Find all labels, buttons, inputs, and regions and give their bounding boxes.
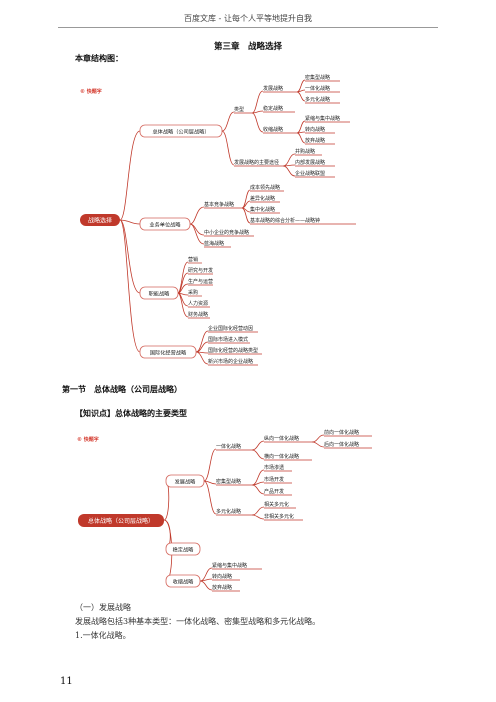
paths-item: 企业战略联盟 [295, 170, 325, 177]
shrink-item: 紧缩与集中战略 [305, 115, 340, 122]
node-blue: 蓝海战略 [204, 240, 224, 247]
basic-item: 集中化战略 [250, 206, 275, 213]
func-item: 营销 [188, 256, 198, 263]
branch-functional: 职能战略 [149, 290, 171, 298]
intl-item: 国际市场进入模式 [208, 336, 248, 343]
func-item: 研究与开发 [188, 267, 213, 274]
node-sme: 中小企业的竞争战略 [204, 229, 249, 236]
func-item: 财务战略 [188, 311, 208, 318]
structure-label: 本章结构图： [75, 54, 123, 63]
connector-line [119, 130, 141, 221]
connector-line [195, 330, 209, 353]
shrink-item: 转向战略 [305, 126, 325, 133]
connector-line [189, 223, 205, 245]
connector-line [296, 91, 306, 102]
connector-line [296, 120, 306, 134]
dev-item: 密集型战略 [305, 74, 330, 81]
paths-item: 并购战略 [295, 148, 315, 155]
connector-line [119, 219, 141, 353]
node-analysis: 基本战略的综合分析——战略钟 [250, 217, 320, 224]
func-item: 人力资源 [188, 300, 208, 307]
mindmap-logo: © 快题字 [80, 88, 102, 95]
connector-line [177, 261, 189, 294]
branch-business: 业务单位战略 [149, 221, 181, 229]
connector-line [177, 292, 189, 318]
body-paragraph-3: 1.一体化战略。 [75, 631, 131, 640]
node-basic: 基本竞争战略 [204, 201, 234, 208]
intl-item: 新兴市场的企业战略 [208, 358, 253, 365]
connector-line [241, 189, 251, 209]
page-header: 百度文库 - 让每个人平等地提升自我 [184, 14, 312, 23]
connector-line [251, 90, 264, 114]
intl-item: 国际化经营的战略类型 [208, 347, 258, 354]
dev-item: 多元化战略 [305, 96, 330, 103]
func-item: 采购 [188, 289, 198, 296]
connector-line [119, 219, 141, 294]
intl-item: 企业国际化经营动因 [208, 325, 253, 332]
branch-international: 国际化经营战略 [150, 349, 187, 357]
knowledge-point-title: 【知识点】总体战略的主要类型 [75, 409, 187, 418]
branch-overall: 总体战略（公司层战略） [152, 128, 209, 136]
connector-line [251, 112, 264, 133]
root-label: 战略选择 [88, 217, 112, 225]
page-number: 11 [60, 676, 73, 687]
node-dev: 发展战略 [263, 85, 283, 92]
dev-item: 一体化战略 [305, 85, 330, 92]
node-paths: 发展战略的主要途径 [234, 159, 279, 166]
body-paragraph-1: （一）发展战略 [75, 603, 131, 612]
root-node [80, 214, 120, 226]
connector-line [296, 132, 306, 144]
basic-item: 差异化战略 [250, 195, 275, 202]
header-divider [58, 27, 438, 28]
node-shrink: 收缩战略 [263, 126, 283, 133]
paths-item: 内部发展战略 [295, 159, 325, 166]
section-title: 第一节 总体战略（公司层战略） [62, 385, 182, 394]
connector-line [221, 130, 235, 166]
func-item: 生产与运营 [188, 278, 213, 285]
body-paragraph-2: 发展战略包括3种基本类型：一体化战略、密集型战略和多元化战略。 [75, 617, 321, 626]
connector-line [119, 219, 141, 225]
node-type: 类型 [234, 106, 244, 113]
connector-line [189, 206, 205, 225]
connector-line [221, 111, 235, 132]
connector-line [282, 153, 296, 167]
connector-line [282, 165, 296, 177]
node-stable: 稳定战略 [263, 105, 283, 112]
shrink-item: 放弃战略 [305, 137, 325, 144]
connector-line [195, 351, 209, 365]
connector-line [241, 207, 251, 224]
connector-line [251, 110, 264, 114]
chapter-title: 第三章 战略选择 [213, 42, 282, 52]
basic-item: 成本领先战略 [250, 184, 280, 191]
